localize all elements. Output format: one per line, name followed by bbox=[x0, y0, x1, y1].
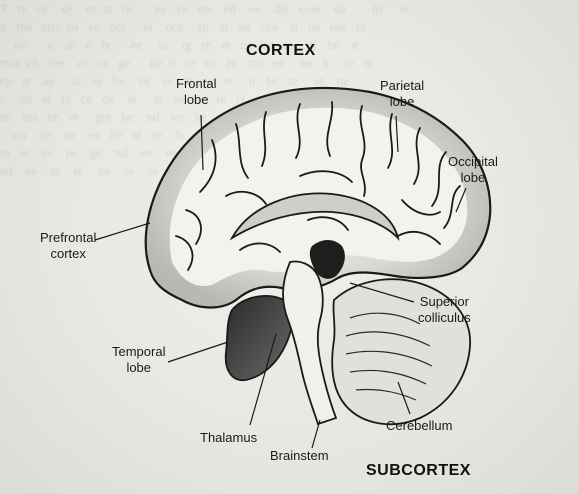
label-prefrontal-line1: Prefrontal bbox=[40, 230, 96, 246]
cortex-title: CORTEX bbox=[246, 42, 316, 60]
label-prefrontal-line2: cortex bbox=[40, 246, 96, 262]
label-occipital-lobe: Occipital lobe bbox=[448, 154, 498, 186]
label-cerebellum: Cerebellum bbox=[386, 418, 452, 434]
label-parietal-line2: lobe bbox=[380, 94, 424, 110]
brainstem-shape bbox=[283, 262, 336, 424]
label-parietal-line1: Parietal bbox=[380, 78, 424, 94]
label-superior-line1: Superior bbox=[418, 294, 471, 310]
label-superior-colliculus: Superior colliculus bbox=[418, 294, 471, 326]
label-temporal-lobe: Temporal lobe bbox=[112, 344, 165, 376]
label-occipital-line1: Occipital bbox=[448, 154, 498, 170]
label-temporal-line1: Temporal bbox=[112, 344, 165, 360]
label-occipital-line2: lobe bbox=[448, 170, 498, 186]
subcortex-title: SUBCORTEX bbox=[366, 462, 471, 480]
label-prefrontal-cortex: Prefrontal cortex bbox=[40, 230, 96, 262]
label-parietal-lobe: Parietal lobe bbox=[380, 78, 424, 110]
label-thalamus: Thalamus bbox=[200, 430, 257, 446]
temporal-lobe bbox=[226, 296, 293, 380]
label-brainstem: Brainstem bbox=[270, 448, 329, 464]
label-frontal-lobe: Frontal lobe bbox=[176, 76, 216, 108]
label-temporal-line2: lobe bbox=[112, 360, 165, 376]
label-superior-line2: colliculus bbox=[418, 310, 471, 326]
label-frontal-line1: Frontal bbox=[176, 76, 216, 92]
label-frontal-line2: lobe bbox=[176, 92, 216, 108]
